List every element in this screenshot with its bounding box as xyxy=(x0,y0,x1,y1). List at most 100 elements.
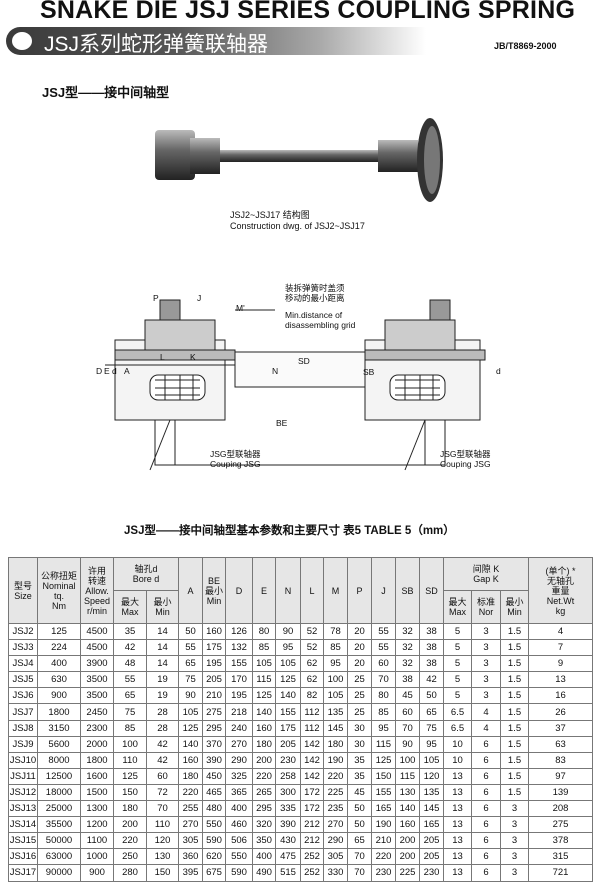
table-cell: 270 xyxy=(178,816,203,834)
table-cell: 220 xyxy=(323,767,348,785)
table-cell: 42 xyxy=(113,639,147,657)
table-cell: 6.5 xyxy=(443,703,472,721)
table-cell: 75 xyxy=(419,719,444,737)
table-cell: 125 xyxy=(113,767,147,785)
table-cell: 18000 xyxy=(37,783,81,802)
table-cell: 205 xyxy=(275,735,301,753)
table-cell: 80 xyxy=(371,687,396,705)
table-cell: 50 xyxy=(347,800,372,818)
table-cell: 205 xyxy=(419,832,444,850)
table-cell: 195 xyxy=(225,687,253,705)
table-cell: 480 xyxy=(202,800,226,818)
table-cell: 265 xyxy=(252,783,276,802)
table-cell: 6 xyxy=(471,864,501,882)
table-cell: 210 xyxy=(202,687,226,705)
table-cell: 5600 xyxy=(37,735,81,753)
note-en-2: disassembling grid xyxy=(285,320,356,330)
table-cell: 460 xyxy=(225,816,253,834)
table-cell: 110 xyxy=(113,751,147,769)
col-e: E xyxy=(252,557,276,624)
coupling-photo xyxy=(155,118,443,202)
table-cell: 721 xyxy=(528,864,593,882)
table-cell: 160 xyxy=(178,751,203,769)
size-cell: JSJ5 xyxy=(8,671,38,689)
table-cell: 220 xyxy=(113,832,147,850)
table-cell: 506 xyxy=(225,832,253,850)
table-cell: 4500 xyxy=(80,622,114,641)
table-cell: 78 xyxy=(323,622,348,641)
table-cell: 75 xyxy=(113,703,147,721)
table-cell: 6 xyxy=(471,800,501,818)
table-cell: 100 xyxy=(113,735,147,753)
dim-d-right: d xyxy=(496,366,501,376)
table-cell: 160 xyxy=(252,719,276,737)
table-cell: 160 xyxy=(395,816,420,834)
banner-title: JSJ系列蛇形弹簧联轴器 xyxy=(44,33,269,56)
table-cell: 3500 xyxy=(80,687,114,705)
table-cell: 85 xyxy=(371,703,396,721)
table-cell: 280 xyxy=(113,864,147,882)
dim-j: J xyxy=(197,293,202,303)
table-cell: 360 xyxy=(178,848,203,866)
table-cell: 175 xyxy=(275,719,301,737)
table-cell: 6 xyxy=(471,767,501,785)
section-subtitle: JSJ型——接中间轴型 xyxy=(42,85,170,100)
table-cell: 65 xyxy=(419,703,444,721)
table-cell: 90000 xyxy=(37,864,81,882)
table-cell: 28 xyxy=(146,703,179,721)
table-cell: 5 xyxy=(443,687,472,705)
table-cell: 32 xyxy=(395,622,420,641)
caption-cn: JSJ2~JSJ17 结构图 xyxy=(230,210,310,220)
table-cell: 8000 xyxy=(37,751,81,769)
table-cell: 3500 xyxy=(80,671,114,689)
table-cell: 70 xyxy=(146,800,179,818)
table-cell: 25 xyxy=(347,687,372,705)
left-label-en: Couping JSG xyxy=(210,459,261,469)
table-cell: 95 xyxy=(371,719,396,737)
table-cell: 205 xyxy=(202,671,226,689)
table-cell: 225 xyxy=(323,783,348,802)
table-cell: 37 xyxy=(528,719,593,737)
table-cell: 3 xyxy=(471,687,501,705)
size-cell: JSJ10 xyxy=(8,751,38,769)
table-cell: 35 xyxy=(113,622,147,641)
table-cell: 218 xyxy=(225,703,253,721)
table-cell: 5 xyxy=(443,671,472,689)
size-cell: JSJ12 xyxy=(8,783,38,802)
table-cell: 2450 xyxy=(80,703,114,721)
standard-number: JB/T8869-2000 xyxy=(494,41,557,51)
table-cell: 1600 xyxy=(80,767,114,785)
table-cell: 105 xyxy=(323,687,348,705)
table-cell: 155 xyxy=(371,783,396,802)
note-en-1: Min.distance of xyxy=(285,310,343,320)
photo-caption: JSJ2~JSJ17 结构图 Construction dwg. of JSJ2… xyxy=(230,210,365,232)
right-label-cn: JSG型联轴器 xyxy=(440,449,491,459)
table-cell: 230 xyxy=(275,751,301,769)
table-cell: 60 xyxy=(395,703,420,721)
table-cell: 230 xyxy=(371,864,396,882)
table-cell: 6 xyxy=(471,832,501,850)
table-cell: 165 xyxy=(419,816,444,834)
table-cell: 60 xyxy=(371,655,396,673)
table-cell: 135 xyxy=(323,703,348,721)
table-cell: 72 xyxy=(146,783,179,802)
table-cell: 142 xyxy=(300,751,324,769)
table-cell: 70 xyxy=(347,848,372,866)
banner-circle-icon xyxy=(12,32,32,50)
table-cell: 13 xyxy=(443,832,472,850)
table-cell: 70 xyxy=(347,864,372,882)
table-cell: 65 xyxy=(178,655,203,673)
table-cell: 132 xyxy=(225,639,253,657)
table-cell: 6 xyxy=(471,751,501,769)
table-cell: 100 xyxy=(323,671,348,689)
dim-dd: D xyxy=(96,366,103,376)
table-cell: 195 xyxy=(202,655,226,673)
table-cell: 7 xyxy=(528,639,593,657)
